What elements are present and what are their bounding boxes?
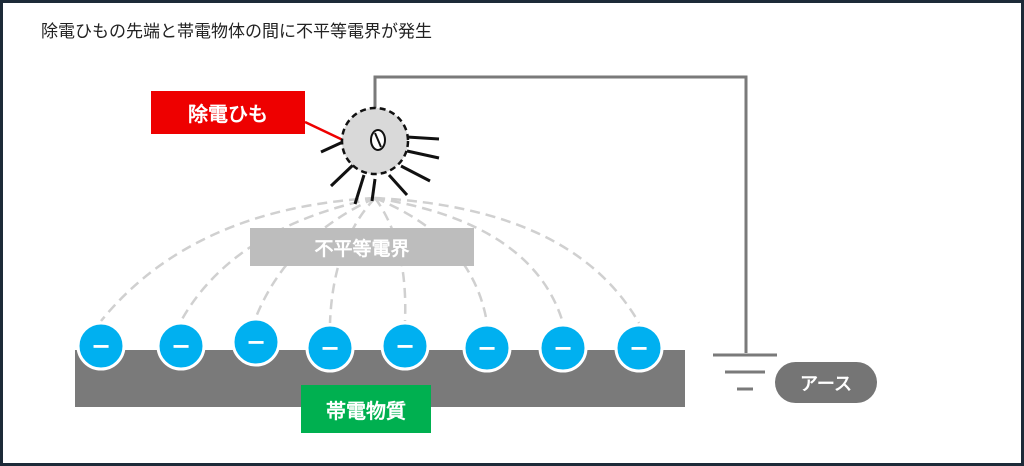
- field-line-8: [374, 196, 641, 324]
- field-lines: [100, 196, 641, 324]
- static-strap: [320, 106, 440, 205]
- field-line-6: [374, 196, 489, 324]
- negative-charge-symbol: −: [553, 334, 573, 362]
- negative-charge-3: −: [231, 317, 281, 367]
- negative-charge-symbol: −: [91, 332, 111, 360]
- diagram-title: 除電ひもの先端と帯電物体の間に不平等電界が発生: [41, 22, 432, 42]
- negative-charge-5: −: [380, 321, 430, 371]
- diagram-frame: 除電ひもの先端と帯電物体の間に不平等電界が発生: [3, 3, 1021, 463]
- negative-charge-symbol: −: [171, 332, 191, 360]
- charged-material-label: 帯電物質: [301, 385, 431, 433]
- negative-charge-4: −: [305, 323, 355, 373]
- strap-leader-line: [304, 120, 346, 143]
- negative-charge-symbol: −: [477, 334, 497, 362]
- negative-charge-8: −: [614, 323, 664, 373]
- negative-charge-7: −: [538, 323, 588, 373]
- ground-symbol: [713, 353, 777, 391]
- field-line-4: [328, 197, 376, 324]
- negative-charge-symbol: −: [629, 334, 649, 362]
- negative-charge-6: −: [462, 323, 512, 373]
- negative-charge-symbol: −: [395, 332, 415, 360]
- field-line-1: [100, 196, 376, 322]
- charges: −−−−−−−−: [76, 317, 664, 373]
- diagram-canvas: −−−−−−−−: [75, 75, 777, 407]
- field-line-5: [373, 197, 407, 322]
- negative-charge-1: −: [76, 321, 126, 371]
- negative-charge-symbol: −: [320, 334, 340, 362]
- field-line-7: [374, 196, 565, 324]
- negative-charge-2: −: [156, 321, 206, 371]
- negative-charge-symbol: −: [246, 328, 266, 356]
- earth-wire: [373, 75, 748, 353]
- static-strap-label: 除電ひも: [151, 91, 305, 134]
- earth-label: アース: [775, 362, 877, 403]
- nonuniform-field-label: 不平等電界: [250, 228, 474, 266]
